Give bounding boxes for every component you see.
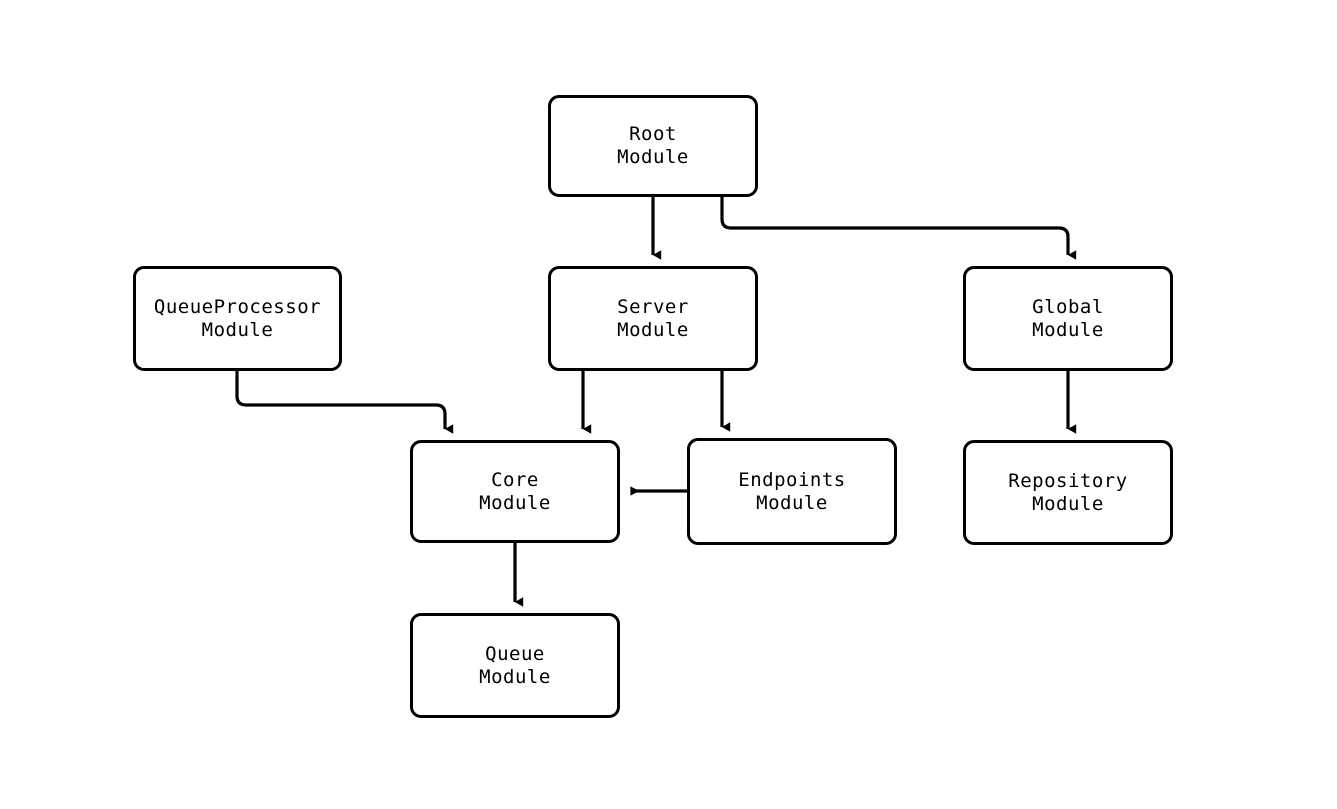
node-queue-module[interactable]: Queue Module <box>410 613 620 718</box>
node-queue-module-line1: Queue <box>485 642 545 665</box>
node-queueprocessor-module[interactable]: QueueProcessor Module <box>133 266 342 371</box>
node-queueprocessor-module-line2: Module <box>201 318 274 341</box>
node-root-module[interactable]: Root Module <box>548 95 758 197</box>
node-server-module-line2: Module <box>617 318 689 341</box>
node-queueprocessor-module-line1: QueueProcessor <box>153 295 322 318</box>
node-root-module-line2: Module <box>617 146 689 168</box>
node-repository-module-line1: Repository <box>1008 469 1128 492</box>
node-queue-module-line2: Module <box>479 665 551 688</box>
edge-root-to-global <box>720 197 1077 260</box>
node-global-module-line1: Global <box>1032 295 1104 318</box>
node-endpoints-module-line1: Endpoints <box>738 468 846 491</box>
node-endpoints-module-line2: Module <box>756 491 828 514</box>
edge-queueprocessor-to-core <box>235 371 454 434</box>
node-root-module-line1: Root <box>629 123 677 145</box>
node-core-module-line2: Module <box>479 491 551 514</box>
node-core-module[interactable]: Core Module <box>410 440 620 543</box>
node-repository-module[interactable]: Repository Module <box>963 440 1173 545</box>
node-server-module-line1: Server <box>617 295 689 318</box>
node-global-module[interactable]: Global Module <box>963 266 1173 371</box>
node-server-module[interactable]: Server Module <box>548 266 758 371</box>
node-endpoints-module[interactable]: Endpoints Module <box>687 438 897 545</box>
node-core-module-line1: Core <box>491 468 539 491</box>
node-global-module-line2: Module <box>1032 318 1104 341</box>
node-repository-module-line2: Module <box>1032 492 1104 515</box>
